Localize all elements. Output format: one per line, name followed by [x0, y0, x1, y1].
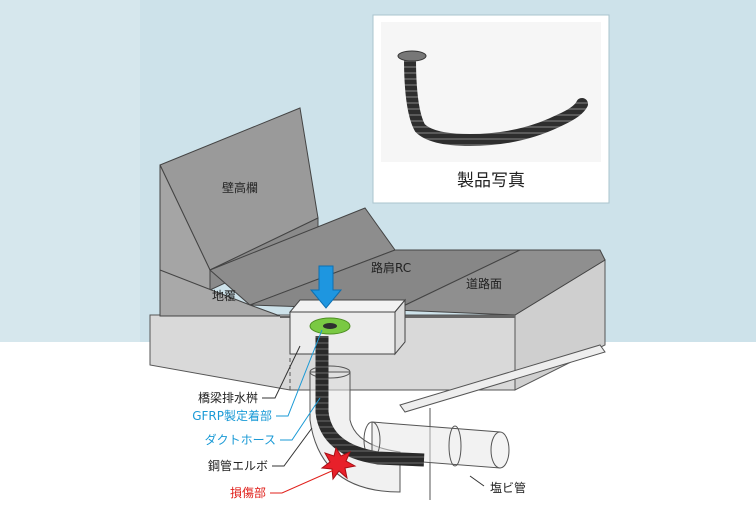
- gfrp-ring-hole: [323, 323, 337, 329]
- label-parapet: 壁高欄: [222, 180, 258, 195]
- pvc-pipe-end: [490, 431, 510, 469]
- leader-duct-hose: [280, 397, 321, 441]
- leader-drain-basin: [262, 345, 301, 399]
- leader-gfrp: [276, 329, 323, 417]
- label-gfrp-part: GFRP製定着部: [192, 408, 272, 423]
- drain-basin-side: [394, 298, 406, 356]
- label-steel-elbow: 鋼管エルボ: [208, 458, 268, 473]
- duct-hose: [315, 336, 425, 467]
- left-panel-shade: [0, 0, 140, 508]
- leader-steel-elbow: [272, 427, 313, 467]
- steel-elbow-rim: [309, 365, 351, 379]
- photo-flange-icon: [397, 50, 427, 62]
- photo-hose-icon: [404, 52, 588, 147]
- label-road-surface: 道路面: [466, 276, 502, 291]
- label-drain-basin: 橋梁排水桝: [198, 390, 258, 405]
- label-pvc-pipe: 塩ビ管: [490, 480, 526, 495]
- duct-hose-shade: [315, 336, 425, 467]
- label-shoulder-rc: 路肩RC: [371, 260, 411, 275]
- drain-basin-body: [289, 311, 396, 355]
- photo-caption: 製品写真: [457, 171, 525, 191]
- damage-star-icon: [320, 446, 357, 481]
- label-damaged-part: 損傷部: [230, 485, 266, 500]
- leader-pvc-pipe: [469, 475, 485, 487]
- leader-damaged-part: [270, 469, 335, 494]
- label-duct-hose: ダクトホース: [205, 432, 276, 447]
- label-ground-cover: 地覆: [212, 289, 236, 303]
- pvc-pipe-collar: [448, 425, 462, 467]
- drain-basin-top: [288, 299, 407, 313]
- deck-flange: [399, 344, 606, 413]
- road-surface-top: [394, 249, 606, 316]
- downward-arrow-icon: [309, 265, 343, 309]
